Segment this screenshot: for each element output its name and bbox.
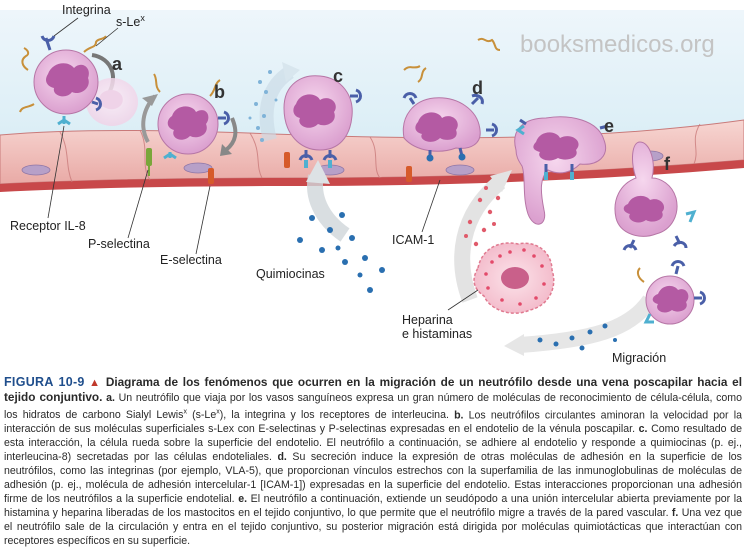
caption-text-a: Un neutrófilo que viaja por los vasos sa… — [4, 391, 742, 422]
neutrophil-a — [19, 35, 107, 126]
step-label-c: c — [333, 66, 343, 86]
slex-squiggles — [403, 37, 501, 71]
neutrophil-e — [514, 116, 609, 225]
label-icam1: ICAM-1 — [392, 233, 434, 247]
label-migracion: Migración — [612, 351, 666, 365]
caption-text-e: El neutrófilo a continuación, extiende u… — [4, 492, 742, 519]
step-label-a: a — [112, 54, 123, 74]
neutrophil-d — [402, 67, 498, 162]
neutrophil-b — [153, 73, 230, 160]
label-histaminas: e histaminas — [402, 327, 472, 341]
figure-number: FIGURA 10-9 — [4, 375, 85, 389]
leader-lines — [47, 17, 479, 311]
heparin-dots — [464, 186, 501, 247]
label-integrina: Integrina — [62, 3, 111, 17]
e-selectin — [208, 152, 412, 184]
step-label-b: b — [214, 82, 225, 102]
watermark-text: booksmedicos.org — [520, 31, 715, 58]
chemokine-dots — [297, 212, 617, 351]
step-label-d: d — [472, 78, 483, 98]
triangle-icon: ▲ — [89, 377, 102, 389]
neutrophil-f — [614, 141, 697, 251]
caption-text-c: Como resultado de esta interacción, la c… — [4, 423, 742, 464]
neutrophil-c — [283, 75, 362, 168]
motion-arrows — [91, 53, 657, 356]
label-receptor-il8: Receptor IL-8 — [10, 219, 86, 233]
caption-text-f: Una vez que el neutrófilo sale de la cir… — [4, 506, 742, 547]
step-label-f: f — [664, 154, 671, 174]
figure-title: Diagrama de los fenómenos que ocurren en… — [4, 375, 742, 404]
caption-step-f: f. — [671, 506, 679, 519]
chemokine-stream — [248, 70, 278, 142]
label-quimiocinas: Quimiocinas — [256, 267, 325, 281]
figure-caption: FIGURA 10-9 ▲ Diagrama de los fenómenos … — [4, 375, 742, 548]
migration-diagram: booksmedicos.org — [0, 3, 744, 365]
caption-step-c: c. — [638, 423, 648, 436]
caption-step-d: d. — [277, 451, 287, 464]
neutrophil-migrating — [636, 260, 706, 325]
caption-text-d: Su secreción induce la expresión de otra… — [4, 451, 742, 505]
caption-text-b: Los neutrófilos circulantes aminoran la … — [4, 409, 742, 436]
caption-step-e: e. — [238, 492, 248, 505]
caption-step-a: a. — [106, 391, 115, 404]
step-label-e: e — [604, 116, 614, 136]
mast-cell — [473, 242, 555, 314]
label-p-selectina: P-selectina — [88, 237, 150, 251]
p-selectin — [146, 148, 152, 176]
caption-step-b: b. — [454, 409, 464, 422]
neutrophil-ghost-a — [86, 78, 138, 126]
label-slex: s-Lex — [116, 13, 145, 29]
diagram-canvas: booksmedicos.org — [0, 3, 744, 365]
label-e-selectina: E-selectina — [160, 253, 222, 267]
label-heparina: Heparina — [402, 313, 453, 327]
